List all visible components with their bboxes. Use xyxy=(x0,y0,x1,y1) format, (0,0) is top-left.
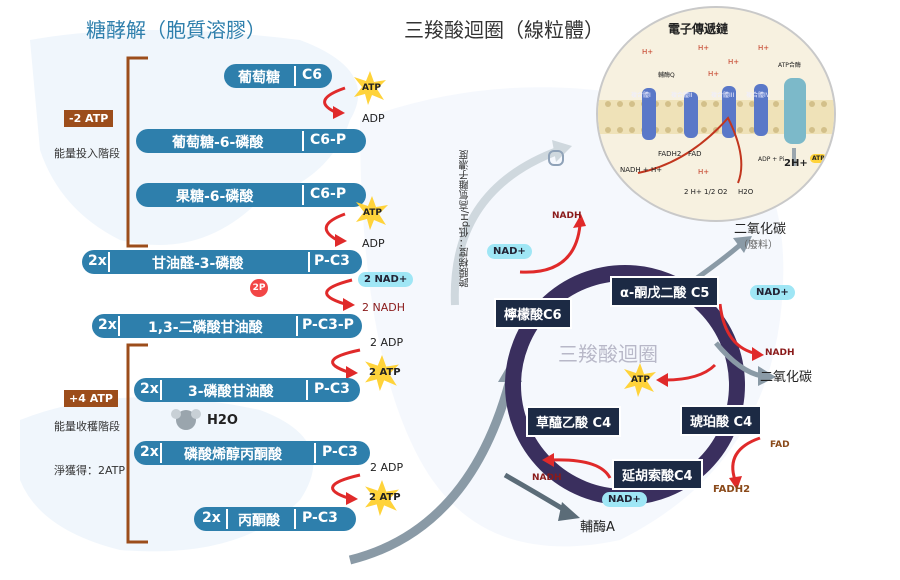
tca-nad-label-2: NAD+ xyxy=(750,285,795,300)
etc-nadh-label: NADH + H+ xyxy=(620,166,663,174)
nad-label: 2 NAD+ xyxy=(358,272,414,287)
tca-nad-label-3: NAD+ xyxy=(602,492,647,507)
step-fructose-6-phosphate: 果糖-6-磷酸 C6-P xyxy=(136,183,366,207)
etc-adp-label: ADP + Pi xyxy=(758,156,785,163)
atp-synthase-label: ATP合酶 xyxy=(778,62,801,69)
etc-water-label: H2O xyxy=(738,188,754,196)
investment-atp-badge: -2 ATP xyxy=(64,110,114,127)
h-plus-icon: H+ xyxy=(698,44,710,52)
tca-atp-star-icon xyxy=(624,363,656,397)
tca-title: 三羧酸迴圈（線粒體） xyxy=(404,18,604,42)
investment-phase-label: 能量投入階段 xyxy=(54,147,120,160)
phosphate-badge: 2P xyxy=(250,279,268,297)
step-glucose-6-phosphate: 葡萄糖-6-磷酸 C6-P xyxy=(136,129,366,153)
two-adp-label-2: 2 ADP xyxy=(370,461,404,474)
co2-label-1: 二氧化碳 xyxy=(734,222,787,237)
h-plus-icon: H+ xyxy=(698,168,710,176)
etc-fad-label: FAD xyxy=(688,150,702,158)
atp-star-icon xyxy=(356,196,388,230)
h-plus-icon: H+ xyxy=(728,58,740,66)
tca-nadh-label: NADH xyxy=(552,211,582,221)
h-plus-icon: H+ xyxy=(758,44,770,52)
atp-label-1: ATP xyxy=(362,83,382,93)
glycolysis-title: 糖酵解（胞質溶膠） xyxy=(86,18,266,42)
step-3-phosphoglycerate: 2x 3-磷酸甘油酸 P-C3 xyxy=(134,378,360,402)
tca-center-label: 三羧酸迴圈 xyxy=(558,342,658,366)
co2-note: （廢料） xyxy=(738,240,778,251)
fad-label: FAD xyxy=(770,440,790,450)
two-atp-label-2: 2 ATP xyxy=(369,492,401,503)
etc-oxygen-label: 2 H+ 1/2 O2 xyxy=(684,188,728,196)
tca-nadh-label-2: NADH xyxy=(765,348,795,358)
complex-2-label: 複合體II xyxy=(671,92,693,99)
step-pyruvate: 2x 丙酮酸 P-C3 xyxy=(194,507,356,531)
atp-star-icon xyxy=(365,355,399,391)
atp-star-icon xyxy=(354,71,386,105)
step-glyceraldehyde-3-phosphate: 2x 甘油醛-3-磷酸 P-C3 xyxy=(82,250,362,274)
net-gain-label: 淨獲得：2ATP xyxy=(54,464,126,477)
tca-nad-label: NAD+ xyxy=(487,244,532,259)
two-adp-label-1: 2 ADP xyxy=(370,336,404,349)
adp-label-2: ADP xyxy=(362,237,385,250)
alpha-ketoglutarate-box: α-酮戊二酸 C5 xyxy=(610,276,720,307)
etc-2h-label: 2H+ xyxy=(784,158,808,169)
fumarate-box: 延胡索酸C4 xyxy=(612,459,703,490)
step-glucose: 葡萄糖 C6 xyxy=(224,64,332,88)
atp-star-icon xyxy=(365,480,399,516)
step-1-3-bisphosphoglycerate: 2x 1,3-二磷酸甘油酸 P-C3-P xyxy=(92,314,362,338)
payoff-atp-badge: +4 ATP xyxy=(64,390,118,407)
atp-label-2: ATP xyxy=(363,208,383,218)
complex-3-label: 複合體III xyxy=(711,92,735,99)
etc-panel: 電子傳遞鏈 輔酶Q 複合體I 複合體II 複合體III 複合體IV ATP合酶 … xyxy=(596,6,836,222)
tca-nadh-label-3: NADH xyxy=(532,473,562,483)
etc-title: 電子傳遞鏈 xyxy=(668,22,729,36)
water-label: H2O xyxy=(207,413,238,428)
oxaloacetate-box: 草醯乙酸 C4 xyxy=(526,406,622,437)
step-phosphoenolpyruvate: 2x 磷酸烯醇丙酮酸 P-C3 xyxy=(134,441,370,465)
fadh2-label: FADH2 xyxy=(713,484,751,495)
co2-label-2: 二氧化碳 xyxy=(760,370,813,385)
citrate-box: 檸檬酸C6 xyxy=(494,298,572,329)
ubiquinone-label: 輔酶Q xyxy=(658,72,675,79)
complex-4-label: 複合體IV xyxy=(746,92,770,99)
nadh-label: 2 NADH xyxy=(362,301,405,314)
complex-1-label: 複合體I xyxy=(631,92,651,99)
bubble-icon xyxy=(548,150,564,166)
two-atp-label-1: 2 ATP xyxy=(369,367,401,378)
succinate-box: 琥珀酸 C4 xyxy=(680,405,763,436)
gradient-label: 跨膜梯度：低pH/高氫離子濃度 xyxy=(460,150,471,288)
h-plus-icon: H+ xyxy=(708,70,720,78)
h-plus-icon: H+ xyxy=(642,48,654,56)
etc-atp-label: ATP xyxy=(810,154,827,163)
coenzyme-a-label: 輔酶A xyxy=(580,520,615,535)
water-molecule xyxy=(176,410,196,430)
etc-fadh2-label: FADH2 xyxy=(658,150,682,158)
adp-label-1: ADP xyxy=(362,112,385,125)
payoff-phase-label: 能量收穫階段 xyxy=(54,420,120,433)
tca-atp-label: ATP xyxy=(631,375,651,385)
